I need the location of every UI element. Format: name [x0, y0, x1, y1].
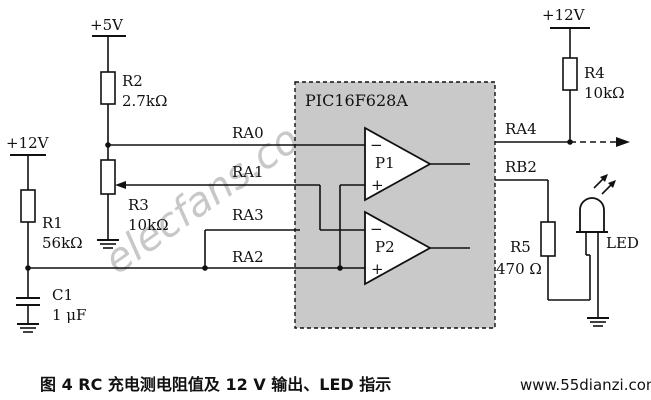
- pin-ra4: RA4: [505, 120, 537, 138]
- pin-ra2: RA2: [232, 248, 264, 266]
- site-url: www.55dianzi.com: [520, 376, 651, 394]
- resistor-r1: [20, 189, 36, 223]
- supply-12v-left: +12V: [6, 134, 50, 190]
- resistor-r4-value: 10kΩ: [584, 84, 625, 102]
- supply-5v: +5V: [90, 16, 126, 72]
- resistor-r4: [562, 57, 578, 91]
- resistor-r5: [540, 221, 556, 257]
- capacitor-c1-value: 1 μF: [52, 306, 86, 324]
- capacitor-c1: [16, 297, 40, 306]
- comparator-p2-label: P2: [375, 238, 395, 256]
- resistor-r5-name: R5: [510, 238, 531, 256]
- resistor-r2-name: R2: [122, 72, 143, 90]
- led-label: LED: [606, 234, 639, 252]
- ground-r3: [97, 239, 119, 249]
- resistor-r3-name: R3: [128, 196, 149, 214]
- pin-ra3: RA3: [232, 206, 264, 224]
- resistor-r4-name: R4: [584, 64, 605, 82]
- supply-12v-right-label: +12V: [542, 6, 586, 24]
- comparator-p2-plus: +: [371, 260, 384, 278]
- ground-led: [587, 317, 609, 327]
- capacitor-c1-name: C1: [52, 286, 73, 304]
- comparator-p1-plus: +: [371, 176, 384, 194]
- comparator-p1-minus: −: [370, 136, 383, 154]
- output-arrow: [616, 137, 630, 147]
- resistor-r2: [100, 71, 116, 105]
- resistor-r2-value: 2.7kΩ: [122, 92, 167, 110]
- resistor-r1-name: R1: [42, 214, 63, 232]
- led-icon: [576, 174, 616, 318]
- supply-5v-label: +5V: [90, 16, 124, 34]
- pin-ra1: RA1: [232, 163, 264, 181]
- pin-rb2: RB2: [505, 158, 537, 176]
- chip-name: PIC16F628A: [305, 91, 408, 110]
- comparator-p1-label: P1: [375, 154, 395, 172]
- resistor-r3-value: 10kΩ: [128, 216, 169, 234]
- pin-ra0: RA0: [232, 124, 264, 142]
- resistor-r1-value: 56kΩ: [42, 234, 83, 252]
- resistor-r3: [100, 159, 116, 195]
- comparator-p1: P1 − +: [364, 126, 432, 202]
- supply-12v-left-label: +12V: [6, 134, 50, 152]
- chip-body: [294, 81, 496, 329]
- comparator-p2: P2 − +: [364, 210, 432, 286]
- comparator-p2-minus: −: [370, 220, 383, 238]
- figure-caption: 图 4 RC 充电测电阻值及 12 V 输出、LED 指示: [40, 375, 391, 394]
- ground-c1: [17, 323, 39, 333]
- supply-12v-right: +12V: [542, 6, 590, 58]
- resistor-r5-value: 470 Ω: [496, 260, 542, 278]
